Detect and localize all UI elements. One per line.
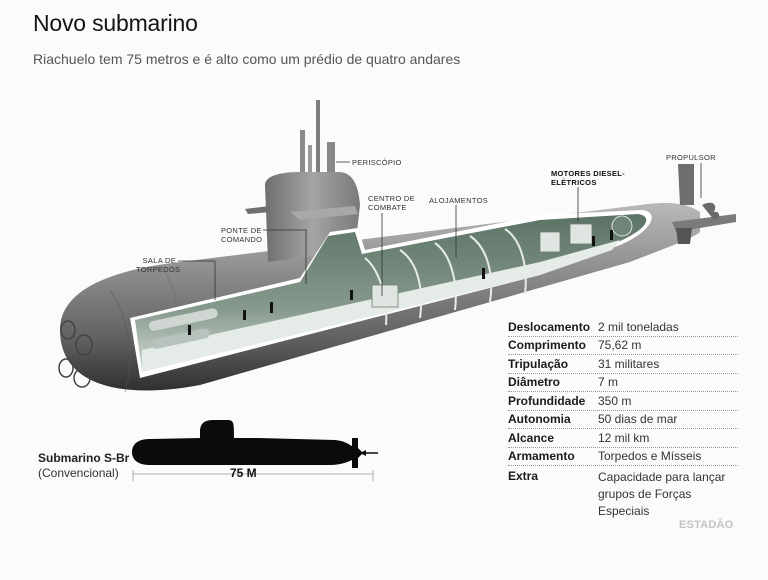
callout-centro-de-combate: CENTRO DE COMBATE (368, 194, 415, 212)
spec-key: Tripulação (508, 356, 569, 371)
estadao-logo: ESTADÃO (679, 519, 734, 531)
spec-value: 75,62 m (598, 338, 642, 353)
callout-ponte-line2: COMANDO (221, 235, 263, 244)
spec-value-line1: Capacidade para lançar (598, 470, 726, 484)
spec-row: Autonomia 50 dias de mar (508, 411, 738, 429)
spec-value: 31 militares (598, 356, 660, 371)
spec-key: Deslocamento (508, 319, 591, 334)
silhouette-label: Submarino S-Br (Convencional) (38, 451, 129, 481)
spec-value: 7 m (598, 375, 619, 390)
spec-value: 350 m (598, 393, 632, 408)
callout-ponte-line1: PONTE DE (221, 226, 262, 235)
callout-propulsor: PROPULSOR (666, 153, 716, 162)
spec-key: Armamento (508, 449, 575, 464)
callout-sala-de-torpedos: SALA DE TORPEDOS (136, 256, 181, 274)
callout-sala-line1: SALA DE (142, 256, 176, 265)
page-title: Novo submarino (33, 10, 198, 36)
spec-row: Diâmetro 7 m (508, 374, 738, 392)
callout-centro-line2: COMBATE (368, 203, 407, 212)
spec-key: Extra (508, 469, 539, 483)
callout-centro-line1: CENTRO DE (368, 194, 415, 203)
spec-row: Comprimento 75,62 m (508, 337, 738, 355)
tail-section (672, 164, 736, 244)
spec-value-line2: grupos de Forças Especiais (598, 487, 692, 518)
spec-row: Alcance 12 mil km (508, 429, 738, 448)
silhouette-name: Submarino S-Br (38, 451, 130, 465)
submarine-silhouette (132, 420, 378, 481)
spec-value: Torpedos e Mísseis (598, 449, 702, 464)
spec-value: Capacidade para lançar grupos de Forças … (598, 469, 738, 520)
callout-motores: MOTORES DIESEL- ELÉTRICOS (551, 169, 625, 187)
spec-row: Armamento Torpedos e Mísseis (508, 448, 738, 466)
spec-row: Deslocamento 2 mil toneladas (508, 318, 738, 337)
callout-lines (178, 161, 702, 300)
callout-motores-line1: MOTORES DIESEL- (551, 169, 625, 178)
spec-key: Autonomia (508, 412, 571, 427)
spec-row: Extra Capacidade para lançar grupos de F… (508, 466, 738, 520)
callout-alojamentos: ALOJAMENTOS (429, 196, 489, 205)
length-label: 75 M (230, 466, 257, 480)
callout-ponte-de-comando: PONTE DE COMANDO (221, 226, 262, 244)
silhouette-type: (Convencional) (38, 466, 119, 480)
spec-row: Tripulação 31 militares (508, 355, 738, 374)
interior-cutaway (130, 210, 652, 378)
spec-key: Profundidade (508, 393, 586, 408)
callout-periscopio: PERISCÓPIO (352, 158, 402, 167)
spec-key: Diâmetro (508, 375, 561, 390)
spec-value: 2 mil toneladas (598, 319, 679, 334)
spec-row: Profundidade 350 m (508, 392, 738, 411)
spec-key: Alcance (508, 430, 555, 445)
specs-table: Deslocamento 2 mil toneladas Comprimento 7… (508, 318, 738, 520)
callout-sala-line2: TORPEDOS (136, 265, 181, 274)
spec-value: 50 dias de mar (598, 412, 678, 427)
callout-motores-line2: ELÉTRICOS (551, 178, 597, 187)
page-subtitle: Riachuelo tem 75 metros e é alto como um… (33, 51, 461, 67)
spec-value: 12 mil km (598, 430, 650, 445)
spec-key: Comprimento (508, 338, 586, 353)
